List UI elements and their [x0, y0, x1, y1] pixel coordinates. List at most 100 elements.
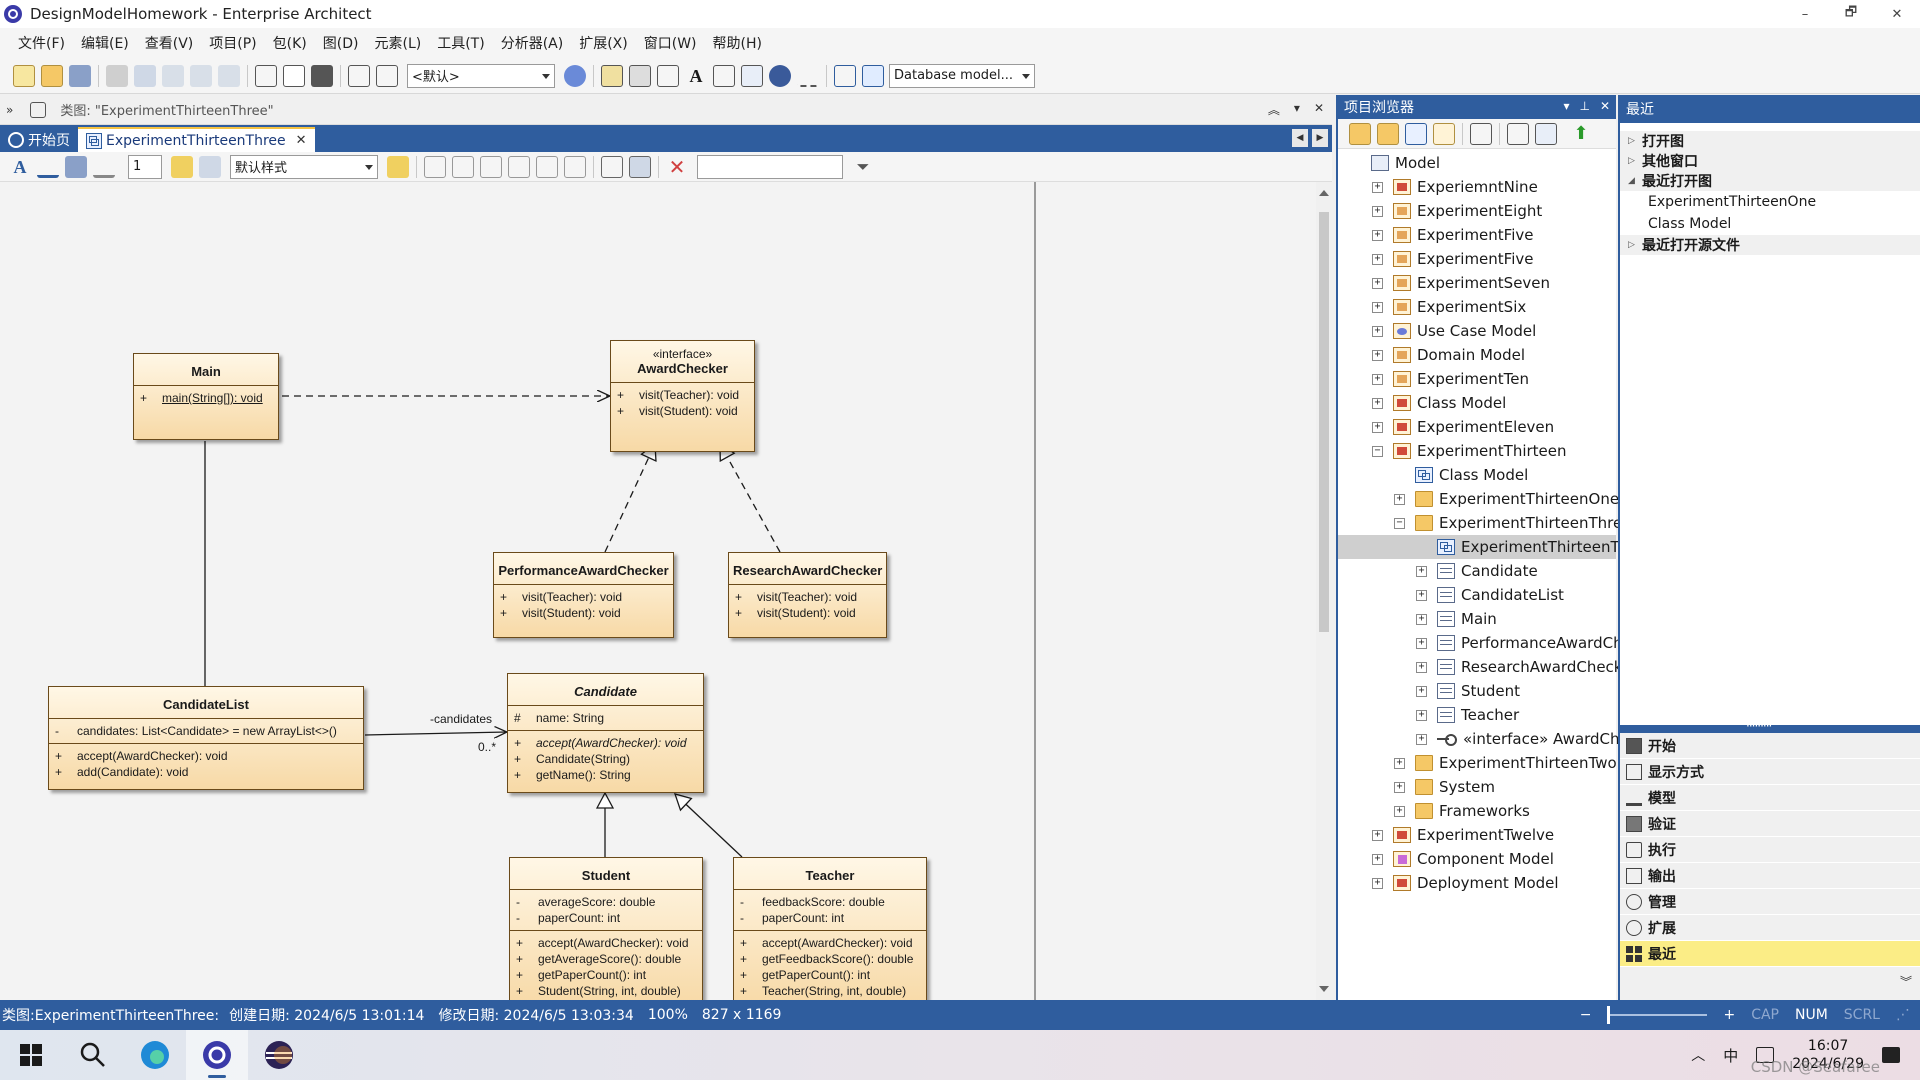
tree-item[interactable]: +ExperimentEight [1338, 199, 1616, 223]
auto-route-icon[interactable] [629, 155, 651, 178]
expand-icon[interactable]: + [1372, 277, 1383, 289]
diagram-scrollbar[interactable] [1316, 182, 1332, 1000]
cut-icon[interactable] [106, 64, 128, 87]
double-chevron-right-icon[interactable]: » [6, 102, 14, 117]
tree-item[interactable]: +CandidateList [1338, 583, 1616, 607]
association-candidatelist-candidate[interactable] [364, 732, 507, 735]
tree-item[interactable]: +ExperimentEleven [1338, 415, 1616, 439]
dropdown-icon[interactable]: ▾ [1293, 101, 1300, 115]
same-height-icon[interactable] [564, 155, 586, 178]
class-candidate-list[interactable]: CandidateList -candidates: List<Candidat… [48, 686, 364, 790]
dropdown-icon[interactable]: ▾ [1563, 99, 1570, 113]
collapse-icon[interactable]: − [1372, 445, 1383, 457]
interface-award-checker[interactable]: «interface» AwardChecker +visit(Teacher)… [610, 340, 755, 452]
realization-performance[interactable] [604, 444, 655, 553]
layout-diagram-icon[interactable] [601, 155, 623, 178]
pin-icon[interactable]: ⊥ [1579, 99, 1590, 113]
expand-icon[interactable]: + [1416, 661, 1427, 673]
class-research-award-checker[interactable]: ResearchAwardChecker +visit(Teacher): vo… [728, 552, 887, 638]
expand-icon[interactable]: + [1416, 613, 1427, 625]
tree-item[interactable]: +ExperimentFive [1338, 223, 1616, 247]
workspace-execute[interactable]: 执行 [1620, 837, 1920, 863]
recent-section-open-diagrams[interactable]: ▷打开图 [1620, 131, 1920, 151]
tree-item[interactable]: +Class Model [1338, 391, 1616, 415]
new-package-icon[interactable] [1349, 122, 1371, 145]
recent-section-other-windows[interactable]: ▷其他窗口 [1620, 151, 1920, 171]
taskbar-eclipse[interactable] [248, 1030, 310, 1080]
list-icon[interactable] [741, 64, 763, 87]
tab-start-page[interactable]: 开始页 [0, 127, 78, 152]
expand-icon[interactable]: + [1372, 829, 1383, 841]
generalization-teacher[interactable] [675, 794, 743, 858]
fill-color-icon[interactable] [65, 155, 87, 178]
diagram-canvas[interactable]: -candidates 0..* Main +main(String[]): v… [0, 182, 1318, 1000]
notification-icon[interactable] [1882, 1047, 1900, 1063]
new-folder-icon[interactable] [1377, 122, 1399, 145]
tree-item[interactable]: +ExperimentThirteenOne [1338, 487, 1619, 511]
tree-item[interactable]: +«interface» AwardChecker [1338, 727, 1661, 751]
tree-item[interactable]: +Frameworks [1338, 799, 1616, 823]
menu-element[interactable]: 元素(L) [374, 36, 422, 52]
close-button[interactable]: ✕ [1891, 6, 1903, 22]
tree-item[interactable]: +ExperimentThirteenTwo [1338, 751, 1617, 775]
workspace-manage[interactable]: 管理 [1620, 889, 1920, 915]
delete-icon[interactable]: ✕ [668, 154, 686, 179]
search-diagram-icon[interactable] [376, 64, 398, 87]
expand-icon[interactable]: + [1372, 373, 1383, 385]
scroll-up-icon[interactable] [1319, 190, 1329, 196]
recent-item[interactable]: ExperimentThirteenOne [1648, 194, 1817, 210]
network-icon[interactable] [1756, 1047, 1775, 1063]
workspace-recent[interactable]: 最近 [1620, 941, 1920, 967]
tree-item[interactable]: +ExperimentFive [1338, 247, 1616, 271]
expand-icon[interactable]: + [1372, 229, 1383, 241]
tree-item[interactable]: +PerformanceAwardChecker [1338, 631, 1664, 655]
expand-icon[interactable]: + [1394, 781, 1405, 793]
expand-icon[interactable]: + [1416, 589, 1427, 601]
expand-icon[interactable]: + [1372, 877, 1383, 889]
tree-item[interactable]: +Teacher [1338, 703, 1616, 727]
new-diagram-icon[interactable] [1405, 122, 1427, 145]
close-icon[interactable]: ✕ [295, 133, 307, 148]
properties-icon[interactable] [601, 64, 623, 87]
menu-file[interactable]: 文件(F) [18, 36, 65, 52]
arrow-up-icon[interactable]: ⬆ [1573, 122, 1589, 144]
expand-icon[interactable]: + [1394, 757, 1405, 769]
tree-item[interactable]: +Use Case Model [1338, 319, 1616, 343]
menu-package[interactable]: 包(K) [272, 36, 307, 52]
minimize-button[interactable]: – [1801, 6, 1809, 22]
zoom-in-icon[interactable]: + [1723, 1007, 1736, 1023]
web-icon[interactable] [769, 64, 791, 87]
double-chevron-down-icon[interactable]: ︾ [1899, 975, 1912, 989]
tree-item[interactable]: +Student [1338, 679, 1616, 703]
line-width-stepper[interactable]: 1 [128, 154, 162, 179]
expand-icon[interactable]: + [1372, 397, 1383, 409]
menu-diagram[interactable]: 图(D) [322, 36, 359, 52]
expand-icon[interactable]: + [1372, 349, 1383, 361]
align-bottom-icon[interactable] [508, 155, 530, 178]
tree-item[interactable]: −ExperimentThirteen [1338, 439, 1616, 463]
taskbar-enterprise-architect[interactable] [186, 1030, 248, 1080]
element-icon[interactable] [629, 64, 651, 87]
workspace-icon[interactable] [834, 64, 856, 87]
expand-icon[interactable]: + [1416, 565, 1427, 577]
tree-item[interactable]: +Deployment Model [1338, 871, 1616, 895]
splitter-grip[interactable] [1620, 719, 1920, 733]
brush-icon[interactable] [199, 155, 221, 178]
align-left-icon[interactable] [424, 155, 446, 178]
zoom-out-icon[interactable]: − [1579, 1007, 1592, 1023]
copy-icon[interactable] [134, 64, 156, 87]
format-painter-icon[interactable] [171, 155, 193, 178]
expand-icon[interactable]: + [1394, 493, 1405, 505]
tree-item[interactable]: +ExperimentSeven [1338, 271, 1616, 295]
new-project-icon[interactable] [13, 64, 35, 87]
collapse-up-icon[interactable]: ︽ [1267, 103, 1280, 117]
workspace-extensions[interactable]: 扩展 [1620, 915, 1920, 941]
text-style-icon[interactable] [37, 156, 59, 178]
close-panel-icon[interactable]: ✕ [1313, 101, 1324, 115]
expand-icon[interactable]: + [1372, 205, 1383, 217]
tab-next-icon[interactable]: ▶ [1312, 129, 1328, 147]
search-browser-icon[interactable] [1470, 122, 1492, 145]
menu-help[interactable]: 帮助(H) [712, 36, 762, 52]
scroll-down-icon[interactable] [1319, 986, 1329, 992]
diagram-filter-input[interactable] [697, 154, 843, 179]
